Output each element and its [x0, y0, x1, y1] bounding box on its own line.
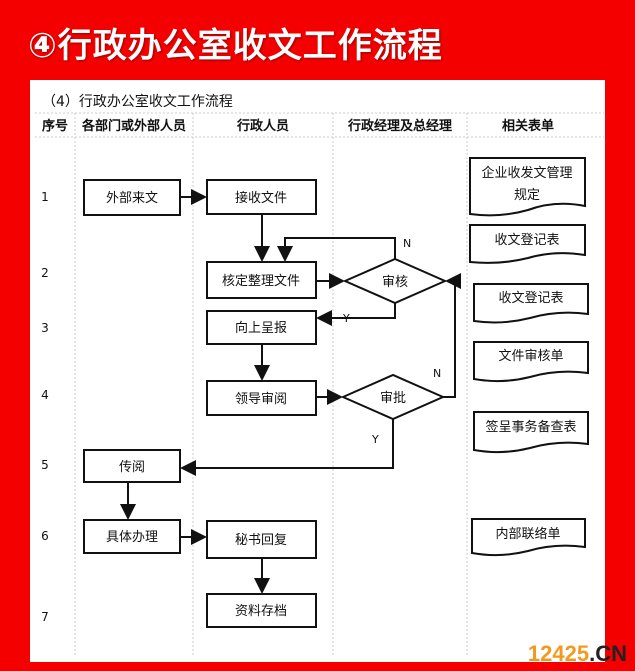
- form-label: 签呈事务备查表: [485, 419, 576, 435]
- form-doc: [471, 518, 586, 557]
- step-reply-box: [206, 520, 317, 559]
- form-doc: [469, 224, 586, 264]
- watermark-number: 12425: [527, 641, 590, 666]
- decision-approve-label: 审批: [380, 391, 406, 406]
- page-title: ④行政办公室收文工作流程: [28, 26, 443, 66]
- subtitle: （4）行政办公室收文工作流程: [42, 93, 233, 110]
- form-doc: [473, 411, 589, 454]
- step-report-label: 向上呈报: [235, 320, 287, 336]
- step-archive-box: [206, 593, 317, 628]
- flowchart: （4）行政办公室收文工作流程 序号 各部门或外部人员 行政人员 行政经理及总经理…: [35, 93, 604, 655]
- col-header-forms: 相关表单: [502, 118, 554, 134]
- row-number: 7: [41, 610, 49, 624]
- step-receive-box: [206, 179, 317, 215]
- arrow-y: [180, 419, 394, 476]
- form-label: 收文登记表: [498, 291, 563, 306]
- watermark: 12425.CN: [528, 641, 627, 667]
- step-leader-box: [206, 380, 317, 416]
- step-receive-label: 接收文件: [235, 190, 287, 206]
- step-external-label: 外部来文: [106, 191, 158, 206]
- form-label: 企业收发文管理: [481, 165, 572, 181]
- label-yes: Y: [371, 433, 379, 446]
- step-leader-label: 领导审阅: [235, 392, 287, 407]
- row-number: 2: [41, 266, 49, 280]
- form-label: 内部联络单: [495, 526, 560, 542]
- col-header-admin: 行政人员: [236, 118, 289, 134]
- form-label: 收文登记表: [494, 233, 559, 248]
- row-number: 5: [41, 458, 49, 472]
- step-handle-label: 具体办理: [106, 530, 158, 545]
- step-circulate-label: 传阅: [119, 460, 145, 475]
- form-label: 规定: [514, 188, 540, 203]
- row-number: 4: [41, 388, 49, 402]
- step-verify-label: 核定整理文件: [222, 274, 300, 289]
- label-no: N: [403, 237, 411, 250]
- arrow-n: [443, 273, 461, 398]
- label-no: N: [433, 367, 441, 380]
- step-report-box: [206, 310, 317, 345]
- decision-review-label: 审核: [382, 275, 408, 290]
- row-number: 3: [41, 321, 49, 335]
- col-header-dept: 各部门或外部人员: [81, 118, 186, 134]
- form-label: 文件审核单: [498, 349, 563, 364]
- step-circulate-box: [83, 449, 181, 483]
- step-archive-label: 资料存档: [235, 604, 287, 619]
- form-doc: [469, 157, 586, 217]
- step-reply-label: 秘书回复: [235, 533, 287, 548]
- arrow-n: [277, 237, 396, 262]
- row-number: 1: [41, 190, 49, 204]
- form-doc: [473, 283, 589, 324]
- form-doc: [473, 341, 589, 383]
- arrow-y: [316, 303, 396, 326]
- step-handle-box: [83, 519, 181, 554]
- col-header-manager: 行政经理及总经理: [347, 118, 452, 134]
- col-header-seq: 序号: [42, 118, 68, 134]
- flowchart-panel: （4）行政办公室收文工作流程 序号 各部门或外部人员 行政人员 行政经理及总经理…: [30, 80, 605, 662]
- row-number: 6: [41, 529, 49, 543]
- watermark-suffix: .CN: [589, 641, 627, 666]
- label-yes: Y: [342, 312, 350, 325]
